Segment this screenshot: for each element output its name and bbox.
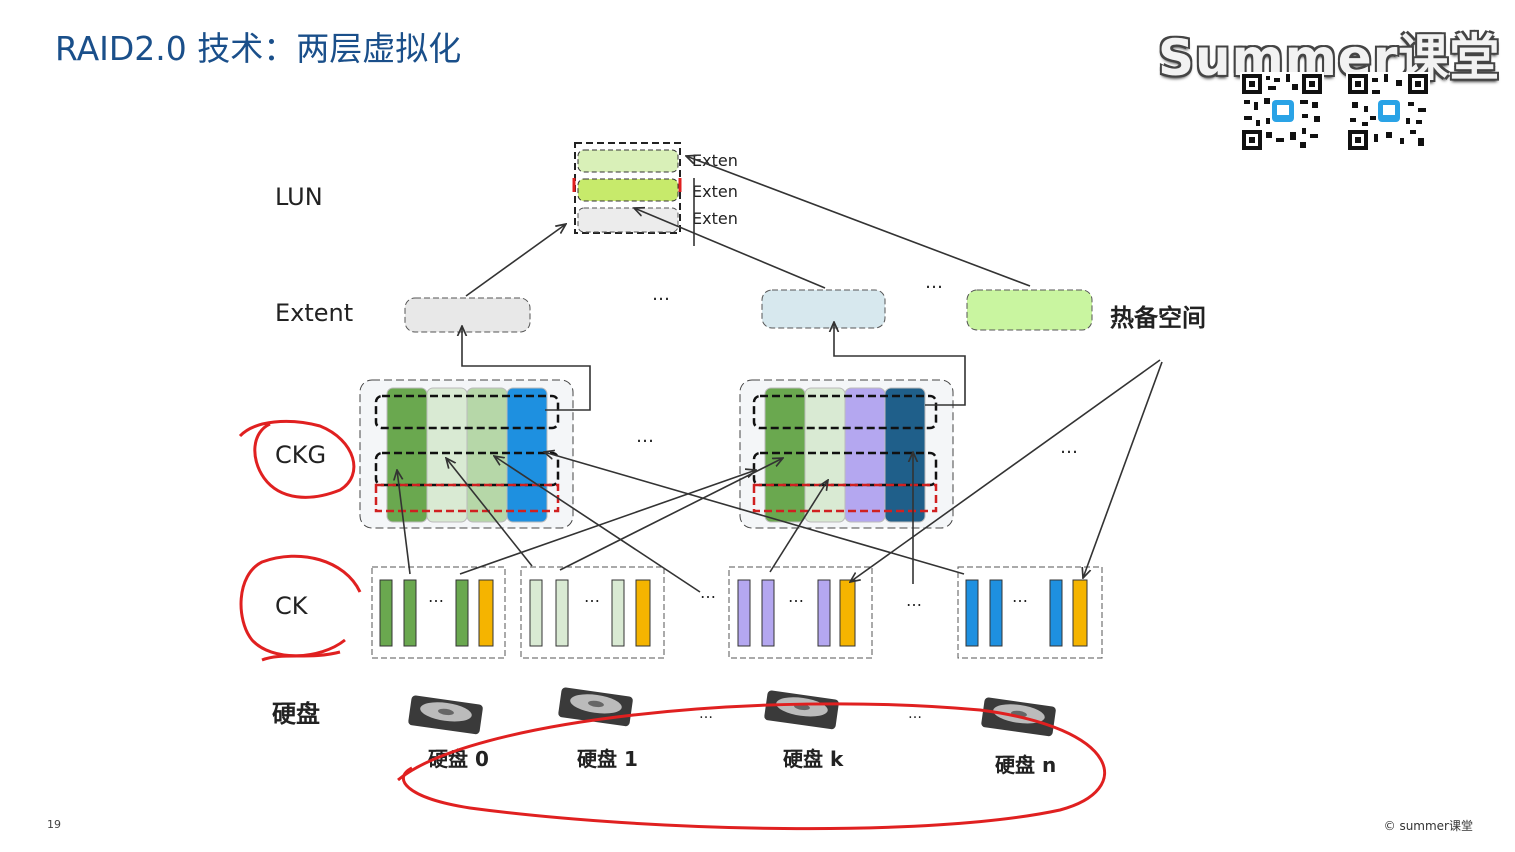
lun-extent-label: Exten <box>692 182 738 201</box>
layer-label-extent: Extent <box>275 299 353 327</box>
layer-label-lun: LUN <box>275 183 323 211</box>
extent-block <box>404 297 531 333</box>
lun-extent-slice <box>577 149 679 173</box>
brand-logo: Summer课堂 <box>1158 29 1501 87</box>
lun-extent-label: Exten <box>692 209 738 228</box>
ellipsis: … <box>925 272 943 293</box>
page-number: 19 <box>47 818 61 831</box>
qr-code-icon <box>1346 72 1430 152</box>
lun-extent-slice <box>577 178 679 202</box>
hot-spare-label: 热备空间 <box>1110 304 1206 332</box>
layer-label-disk: 硬盘 <box>272 700 320 728</box>
ellipsis: … <box>700 583 716 602</box>
disk-label: 硬盘 k <box>783 747 844 771</box>
ck-group <box>728 566 873 659</box>
ckg-group <box>359 379 574 529</box>
layer-label-ckg: CKG <box>275 441 326 469</box>
ellipsis: … <box>428 587 444 606</box>
ellipsis: … <box>584 587 600 606</box>
ellipsis: … <box>906 591 922 610</box>
ck-group <box>520 566 665 659</box>
ck-group <box>957 566 1103 659</box>
ellipsis: … <box>636 426 654 447</box>
ellipsis: … <box>652 284 670 305</box>
layer-label-ck: CK <box>275 592 309 620</box>
ellipsis: … <box>788 587 804 606</box>
ckg-group <box>739 379 954 529</box>
hot-spare-extent <box>966 289 1093 331</box>
mapping-arrows <box>397 156 1163 593</box>
disk-label: 硬盘 1 <box>577 747 638 771</box>
lun-extent-label: Exten <box>692 151 738 170</box>
hard-disk-icon <box>408 695 483 735</box>
hard-disk-icon <box>764 690 839 730</box>
copyright: © summer课堂 <box>1383 819 1473 833</box>
disk-label: 硬盘 n <box>995 753 1056 777</box>
red-annotation <box>238 419 1106 831</box>
lun-volume <box>572 142 682 234</box>
slide-title: RAID2.0 技术：两层虚拟化 <box>55 29 462 68</box>
extent-block <box>761 289 886 329</box>
lun-extent-slice <box>577 207 679 233</box>
qr-code-icon <box>1240 72 1324 152</box>
ellipsis: … <box>1012 587 1028 606</box>
ellipsis: … <box>1060 437 1078 458</box>
ck-group <box>371 566 506 659</box>
ellipsis: … <box>908 706 922 722</box>
